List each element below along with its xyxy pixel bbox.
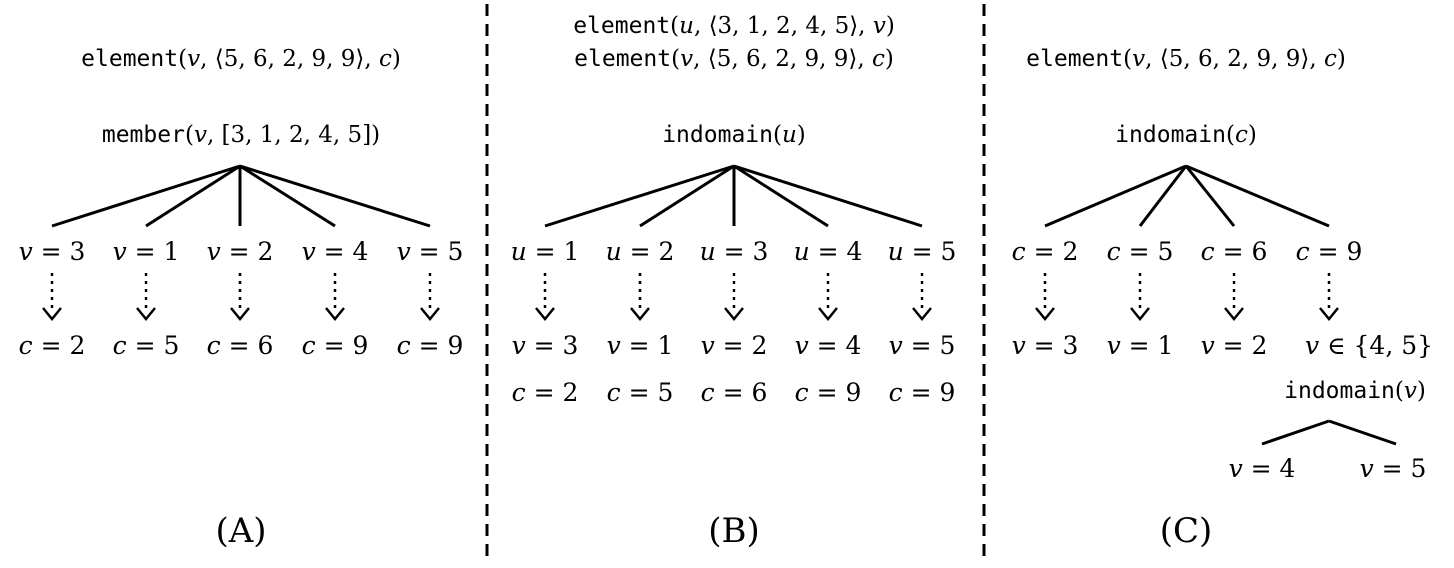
panel-a-branch-label-1: v = 3 (18, 237, 86, 266)
arrow-b-2 (630, 273, 650, 321)
edge-a-4 (239, 164, 336, 228)
edge-c-1 (1044, 164, 1187, 228)
arrow-b-3 (724, 273, 744, 321)
panel-c-sub-branch-node: indomain(v) (1284, 378, 1426, 404)
arrow-b-5 (912, 273, 932, 321)
panel-b-constraint-2: element(v, ⟨5, 6, 2, 9, 9⟩, c) (574, 46, 894, 72)
arrow-c-1 (1035, 273, 1055, 321)
panel-b-constraint-1: element(u, ⟨3, 1, 2, 4, 5⟩, v) (573, 13, 895, 39)
panel-c-caption: (C) (1159, 511, 1213, 551)
arrow-a-1 (42, 273, 62, 321)
panel-a-result-4: c = 9 (301, 331, 369, 360)
arrow-a-3 (230, 273, 250, 321)
arrow-b-4 (818, 273, 838, 321)
edge-a-2 (145, 164, 241, 228)
panel-a-result-1: c = 2 (18, 331, 86, 360)
panel-c-result-4: v ∈ {4, 5} (1304, 331, 1434, 360)
edge-c-2 (1138, 165, 1188, 227)
edge-b-4 (733, 164, 829, 228)
edge-c-3 (1184, 165, 1236, 227)
panel-c-branch-label-2: c = 5 (1106, 237, 1174, 266)
panel-a-constraint: element(v, ⟨5, 6, 2, 9, 9⟩, c) (81, 46, 401, 72)
edge-c-4 (1185, 164, 1330, 228)
panel-b-result-v-3: v = 2 (700, 331, 768, 360)
panel-a-edges (51, 164, 431, 228)
panel-a-branch-node: member(v, [3, 1, 2, 4, 5]) (101, 122, 381, 148)
panel-b-edges (544, 164, 923, 228)
panel-a-branch-label-2: v = 1 (112, 237, 180, 266)
panel-c-result-1: v = 3 (1011, 331, 1079, 360)
panel-c-edges (1044, 164, 1397, 446)
panel-b-branch-node: indomain(u) (662, 122, 806, 148)
panel-a-branch-label-5: v = 5 (396, 237, 464, 266)
panel-c-constraint: element(v, ⟨5, 6, 2, 9, 9⟩, c) (1026, 46, 1346, 72)
panel-b-result-c-2: c = 5 (606, 378, 674, 407)
panel-b-branch-label-3: u = 3 (699, 237, 769, 266)
edge-a-5 (239, 164, 431, 228)
panel-c-result-3: v = 2 (1200, 331, 1268, 360)
panel-b-result-c-1: c = 2 (511, 378, 579, 407)
panel-c-branch-node: indomain(c) (1115, 122, 1257, 148)
panel-c-branch-label-1: c = 2 (1011, 237, 1079, 266)
panel-a-result-3: c = 6 (206, 331, 274, 360)
panel-c-sub-label-1: v = 4 (1228, 454, 1296, 483)
panel-b-branch-label-5: u = 5 (887, 237, 957, 266)
panel-a-branch-label-3: v = 2 (206, 237, 274, 266)
panel-b-branch-label-2: u = 2 (605, 237, 675, 266)
edge-a-1 (51, 164, 241, 228)
edge-b-1 (544, 164, 735, 228)
arrow-c-2 (1130, 273, 1150, 321)
arrow-b-1 (535, 273, 555, 321)
arrow-a-5 (420, 273, 440, 321)
edge-c-sub-2 (1328, 419, 1397, 446)
panel-b-result-v-5: v = 5 (888, 331, 956, 360)
panel-b-branch-label-1: u = 1 (510, 237, 580, 266)
panel-a-branch-label-4: v = 4 (301, 237, 369, 266)
arrow-a-4 (325, 273, 345, 321)
arrow-a-2 (136, 273, 156, 321)
panel-c-branch-label-4: c = 9 (1295, 237, 1363, 266)
panel-b-result-c-3: c = 6 (700, 378, 768, 407)
edge-c-sub-1 (1261, 419, 1330, 446)
panel-b-caption: (B) (708, 511, 760, 551)
panel-b-result-v-2: v = 1 (606, 331, 674, 360)
arrow-c-3 (1224, 273, 1244, 321)
panel-c-branch-label-3: c = 6 (1200, 237, 1268, 266)
panel-a-result-5: c = 9 (396, 331, 464, 360)
edge-b-5 (733, 164, 923, 228)
propagation-arrows (42, 273, 1339, 321)
panel-c-sub-label-2: v = 5 (1359, 454, 1427, 483)
edge-b-2 (639, 164, 735, 228)
panel-b-result-v-1: v = 3 (511, 331, 579, 360)
arrow-c-4 (1319, 273, 1339, 321)
panel-a-result-2: c = 5 (112, 331, 180, 360)
panel-b-result-c-5: c = 9 (888, 378, 956, 407)
panel-b-result-v-4: v = 4 (794, 331, 862, 360)
panel-a-caption: (A) (215, 511, 267, 551)
panel-b-result-c-4: c = 9 (794, 378, 862, 407)
panel-b-branch-label-4: u = 4 (793, 237, 863, 266)
panel-c-result-2: v = 1 (1106, 331, 1174, 360)
